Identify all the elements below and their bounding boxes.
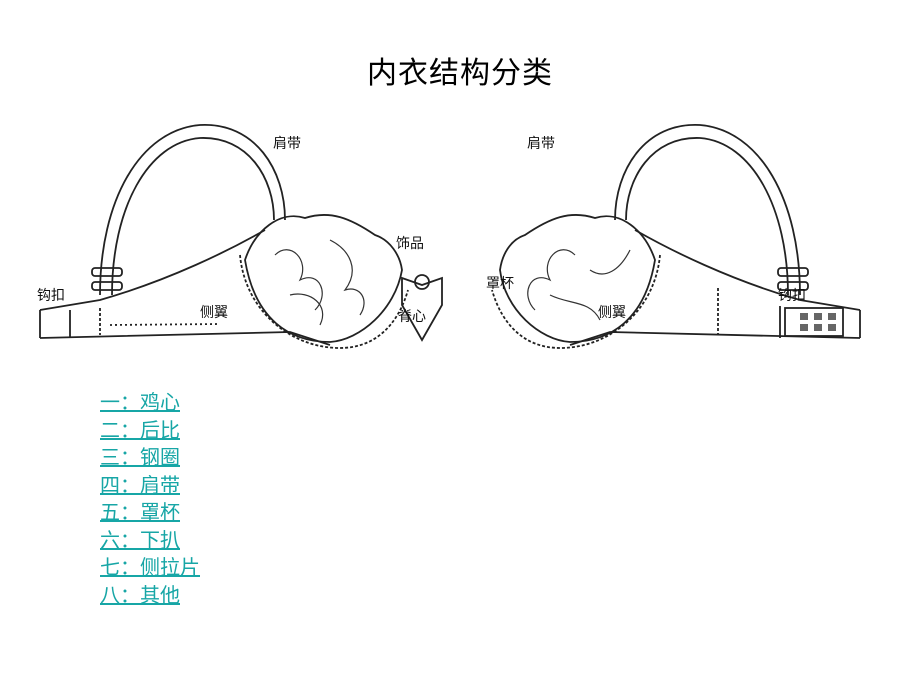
page-title: 内衣结构分类 <box>367 56 553 91</box>
link-item-7[interactable]: 七：侧拉片 <box>100 555 200 579</box>
link-item-4[interactable]: 四：肩带 <box>100 472 180 497</box>
label-hook-right: 钩扣 <box>778 288 806 304</box>
slider-right <box>777 267 809 277</box>
link-item-3[interactable]: 三：钢圈 <box>100 445 180 469</box>
slider-left <box>91 267 123 277</box>
bra-illustration <box>39 124 861 349</box>
strap-left-outer <box>99 124 286 296</box>
label-cup: 罩杯 <box>486 276 514 292</box>
cup-left <box>244 214 403 343</box>
link-item-2[interactable]: 二：后比 <box>100 417 180 442</box>
link-item-6[interactable]: 六：下扒 <box>100 527 180 552</box>
label-wing-left: 侧翼 <box>200 305 228 321</box>
bra-structure-diagram: 肩带 肩带 饰品 罩杯 钩扣 钩扣 侧翼 侧翼 脊心 <box>30 110 870 360</box>
link-item-1[interactable]: 一：鸡心 <box>100 390 180 414</box>
center-ornament <box>414 274 430 290</box>
link-item-8[interactable]: 八：其他 <box>100 582 180 607</box>
link-item-5[interactable]: 五：罩杯 <box>100 500 180 524</box>
label-ornament: 饰品 <box>396 236 424 252</box>
label-strap-right: 肩带 <box>527 136 555 152</box>
strap-right-outer <box>614 124 801 296</box>
label-center: 脊心 <box>398 309 426 325</box>
category-link-list: 一：鸡心 二：后比 三：钢圈 四：肩带 五：罩杯 六：下扒 七：侧拉片 八：其他 <box>100 389 200 609</box>
label-wing-right: 侧翼 <box>598 305 626 321</box>
label-hook-left: 钩扣 <box>37 288 65 304</box>
label-strap-left: 肩带 <box>273 136 301 152</box>
cup-right <box>499 214 656 343</box>
